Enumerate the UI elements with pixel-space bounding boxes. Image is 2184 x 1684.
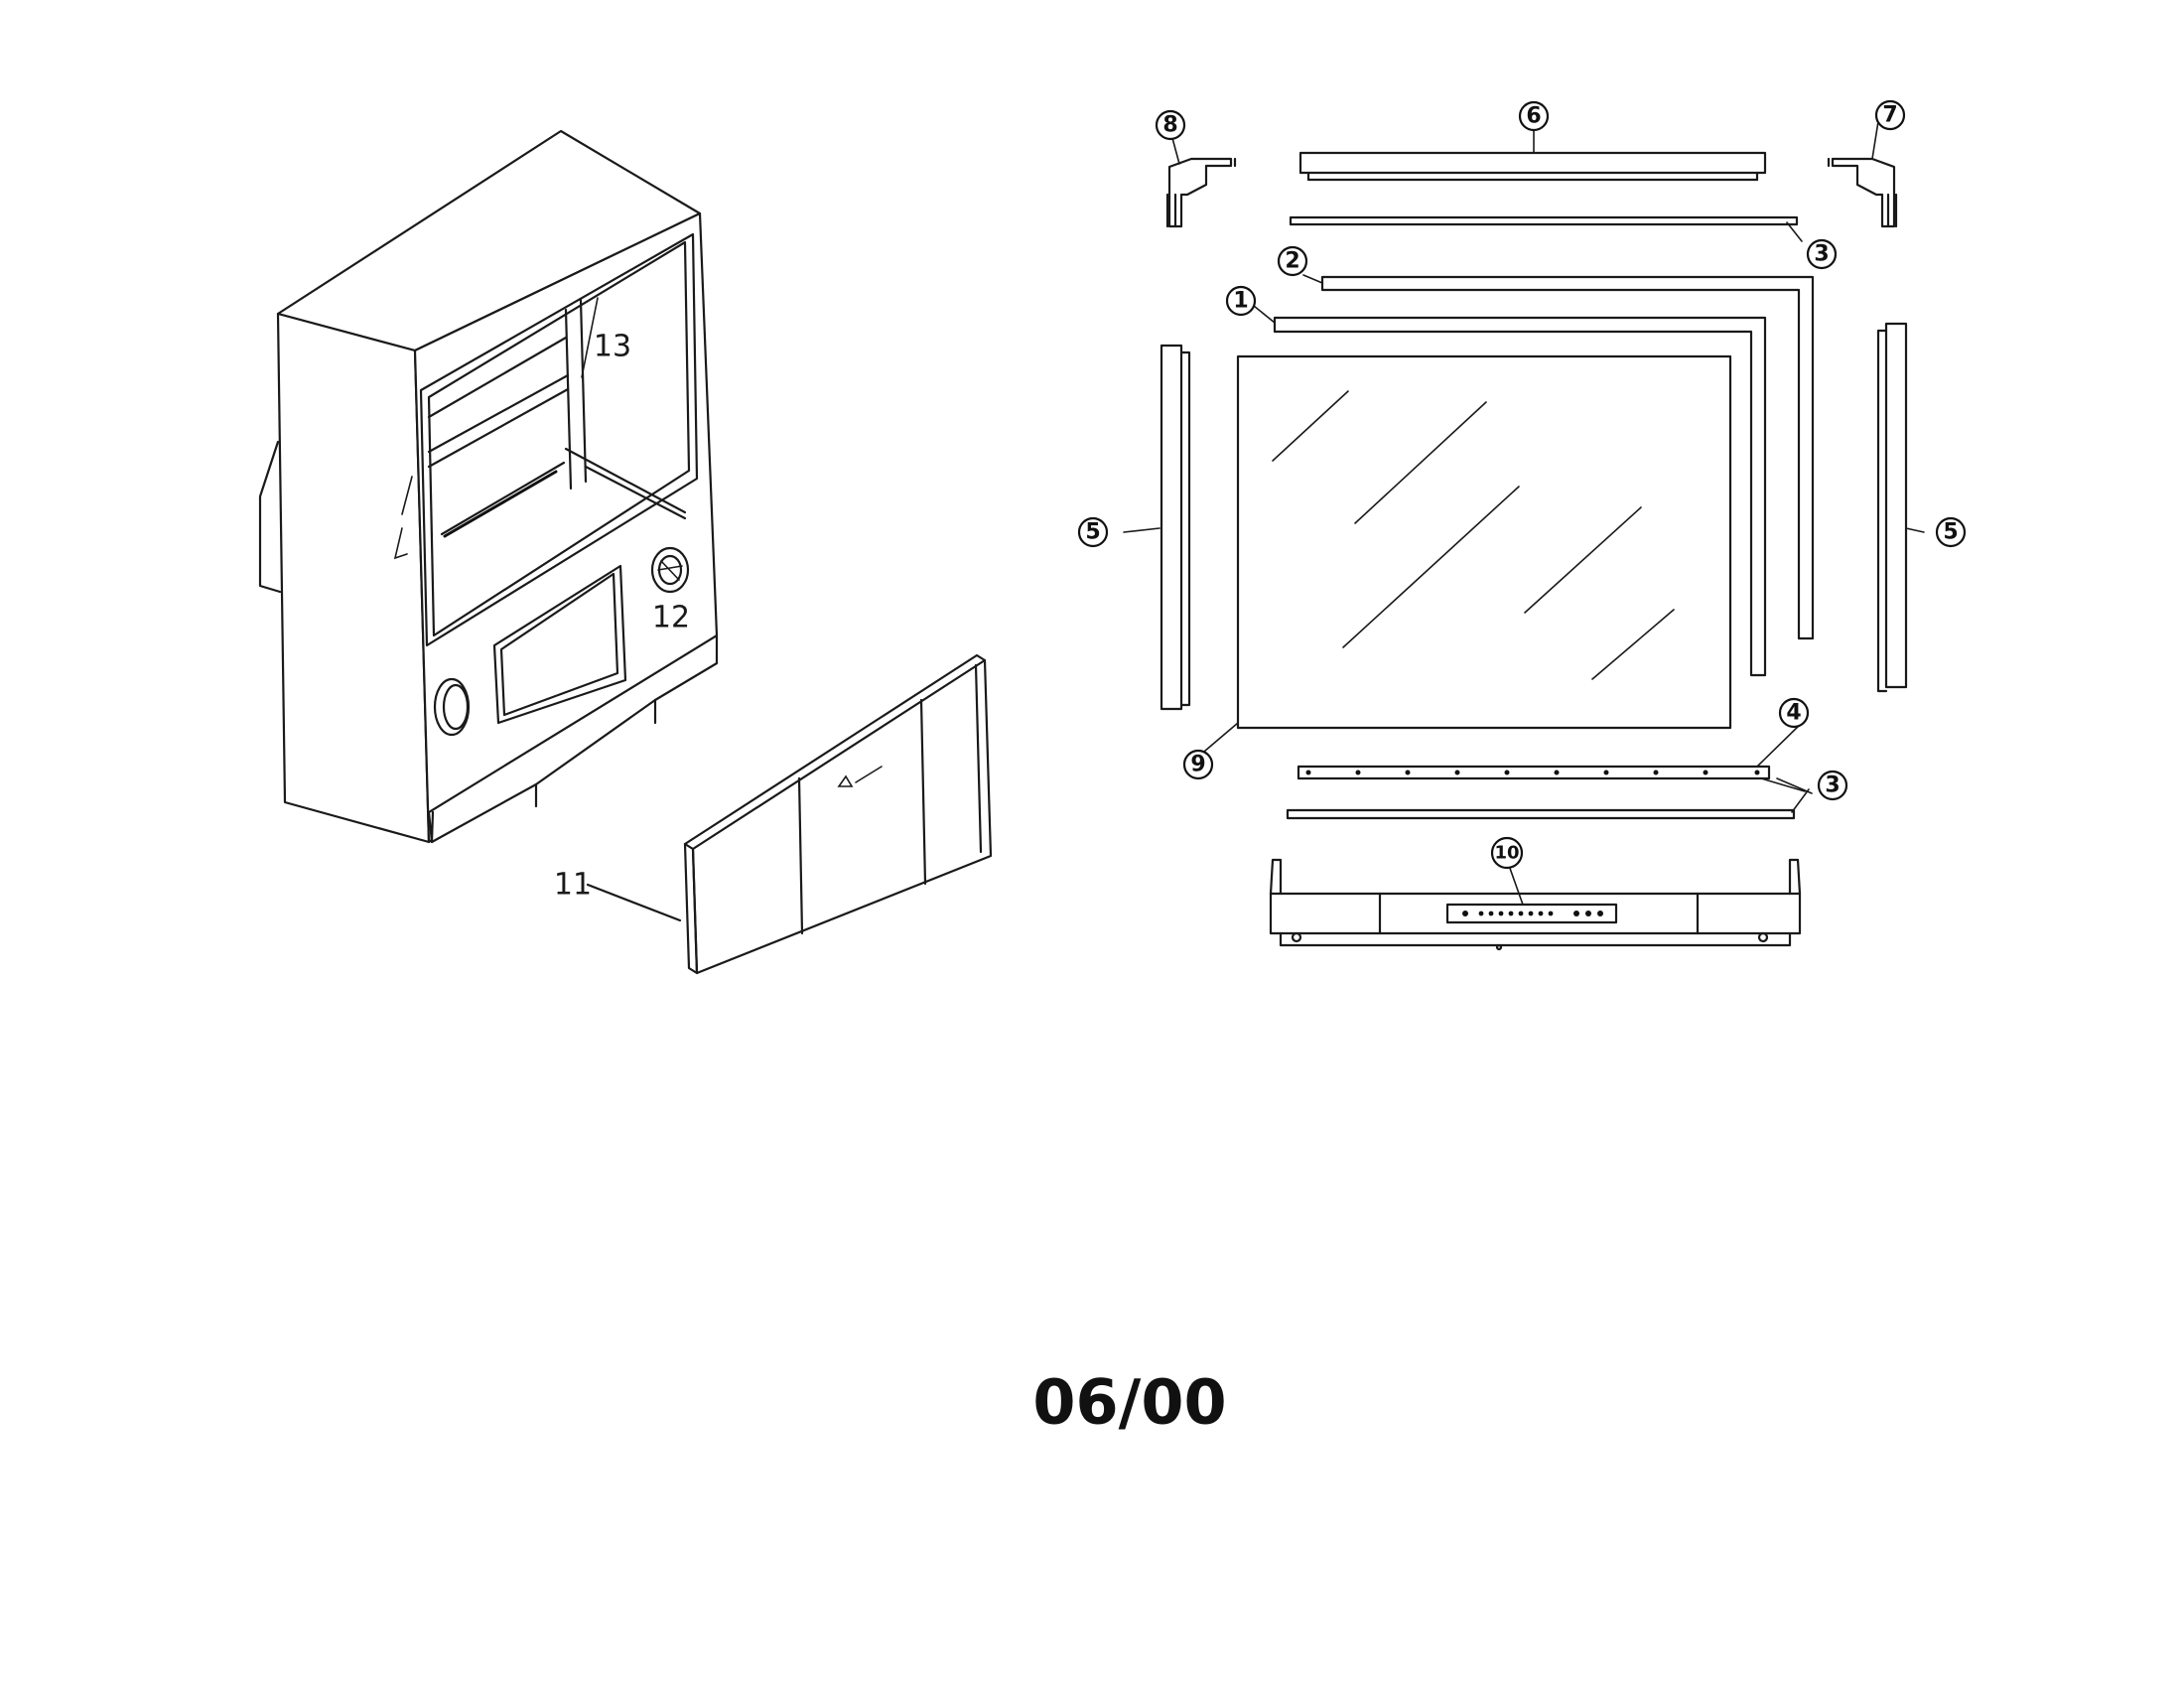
part-label-11: 11 (554, 868, 592, 903)
callout-3-lower: 3 (1817, 770, 1848, 801)
callout-8: 8 (1155, 109, 1186, 141)
side-frame-right-5 (1876, 322, 1908, 693)
callout-5-right: 5 (1935, 516, 1967, 548)
bottom-control-frame-10 (1269, 858, 1802, 951)
screen-panel-2 (1320, 275, 1815, 640)
svg-text:6: 6 (1526, 104, 1541, 129)
svg-text:2: 2 (1285, 249, 1299, 274)
screen-lens-9 (1236, 354, 1732, 730)
front-lower-panel (683, 653, 993, 975)
svg-text:4: 4 (1786, 701, 1801, 726)
svg-text:5: 5 (1085, 520, 1100, 545)
svg-text:9: 9 (1190, 753, 1205, 777)
leader-line-11 (586, 883, 682, 922)
callout-9: 9 (1182, 749, 1214, 780)
screen-strip-upper (1289, 215, 1799, 226)
callout-6: 6 (1518, 100, 1550, 132)
screen-panel-1 (1273, 316, 1767, 677)
svg-text:7: 7 (1882, 103, 1897, 128)
svg-text:10: 10 (1494, 843, 1519, 864)
part-label-12: 12 (652, 601, 690, 635)
side-frame-left-5 (1160, 344, 1191, 711)
bottom-bracket-4 (1297, 765, 1771, 780)
svg-text:1: 1 (1233, 289, 1248, 314)
callout-7: 7 (1874, 99, 1906, 131)
screen-strip-lower (1286, 808, 1796, 820)
svg-text:5: 5 (1943, 520, 1958, 545)
top-frame-6 (1298, 151, 1767, 182)
callout-4: 4 (1778, 697, 1810, 729)
date-code: 06/00 (1032, 1366, 1226, 1439)
callout-3-upper: 3 (1806, 238, 1838, 270)
svg-text:3: 3 (1814, 242, 1829, 267)
corner-bracket-7 (1827, 157, 1898, 228)
callout-10: 10 (1490, 836, 1524, 870)
callout-1: 1 (1225, 285, 1257, 317)
svg-text:8: 8 (1162, 113, 1177, 138)
svg-text:3: 3 (1825, 773, 1840, 798)
tv-cabinet (258, 129, 719, 844)
callout-2: 2 (1277, 245, 1308, 277)
part-label-13: 13 (594, 330, 631, 364)
corner-bracket-8 (1165, 157, 1237, 228)
callout-5-left: 5 (1077, 516, 1109, 548)
